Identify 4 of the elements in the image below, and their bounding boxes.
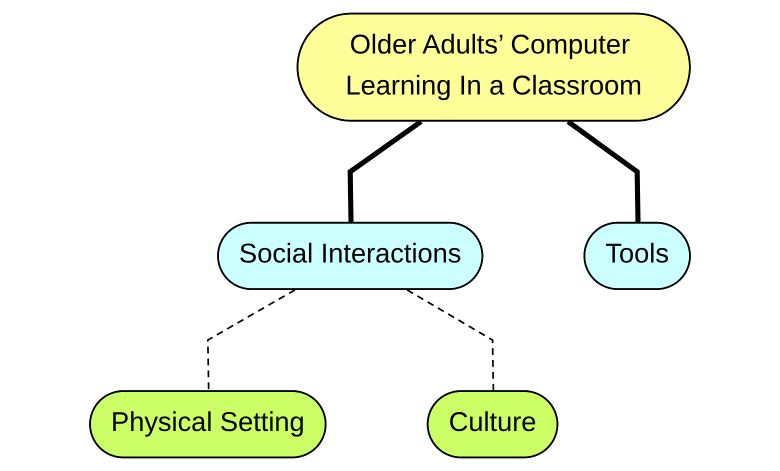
connector [566, 120, 641, 224]
connector [348, 120, 423, 224]
connector [206, 289, 296, 392]
connector [406, 289, 494, 392]
